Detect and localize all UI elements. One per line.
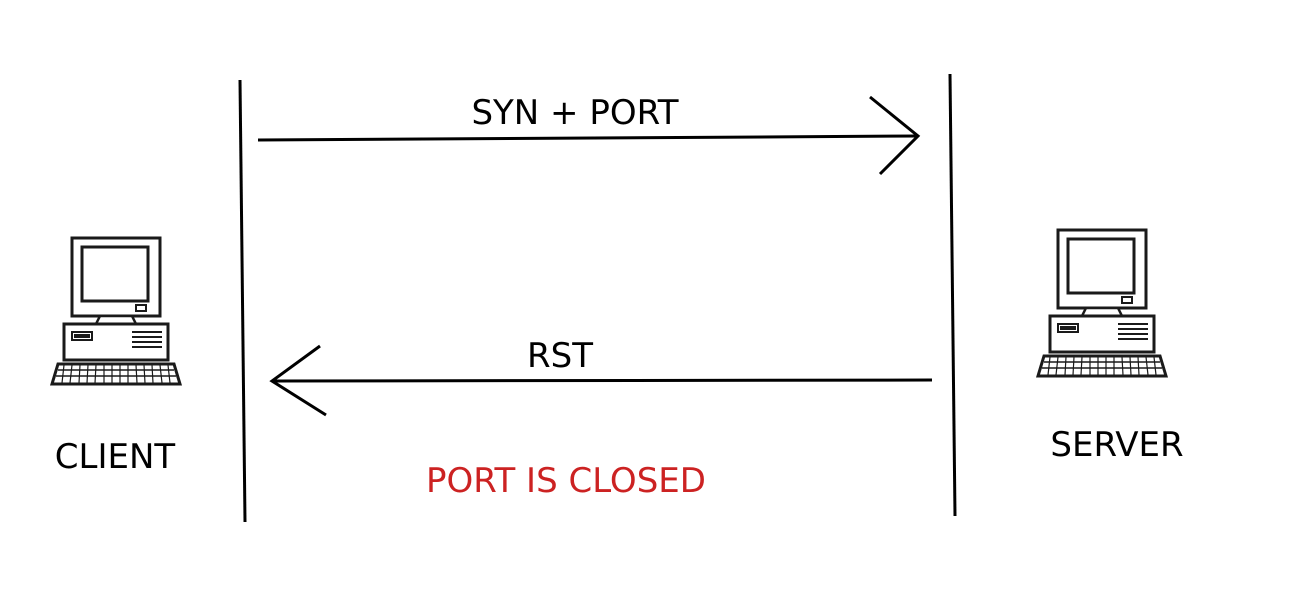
client-label: CLIENT	[55, 437, 176, 477]
rst-message: RST	[269, 336, 933, 417]
server-lifeline	[948, 73, 957, 517]
port-status-text: PORT IS CLOSED	[426, 461, 706, 501]
server-label: SERVER	[1050, 425, 1183, 465]
client-lifeline	[238, 79, 247, 523]
rst-arrow-shaft	[271, 378, 933, 383]
rst-arrowhead-icon	[269, 344, 327, 417]
syn-arrowhead-icon	[869, 95, 921, 176]
server-computer-icon	[1036, 228, 1168, 378]
syn-message: SYN + PORT	[257, 93, 921, 176]
syn-arrow-shaft	[257, 134, 919, 142]
client-node: CLIENT	[50, 236, 182, 477]
server-node: SERVER	[1036, 228, 1184, 465]
syn-label: SYN + PORT	[471, 93, 678, 133]
rst-label: RST	[527, 336, 593, 376]
client-computer-icon	[50, 236, 182, 386]
